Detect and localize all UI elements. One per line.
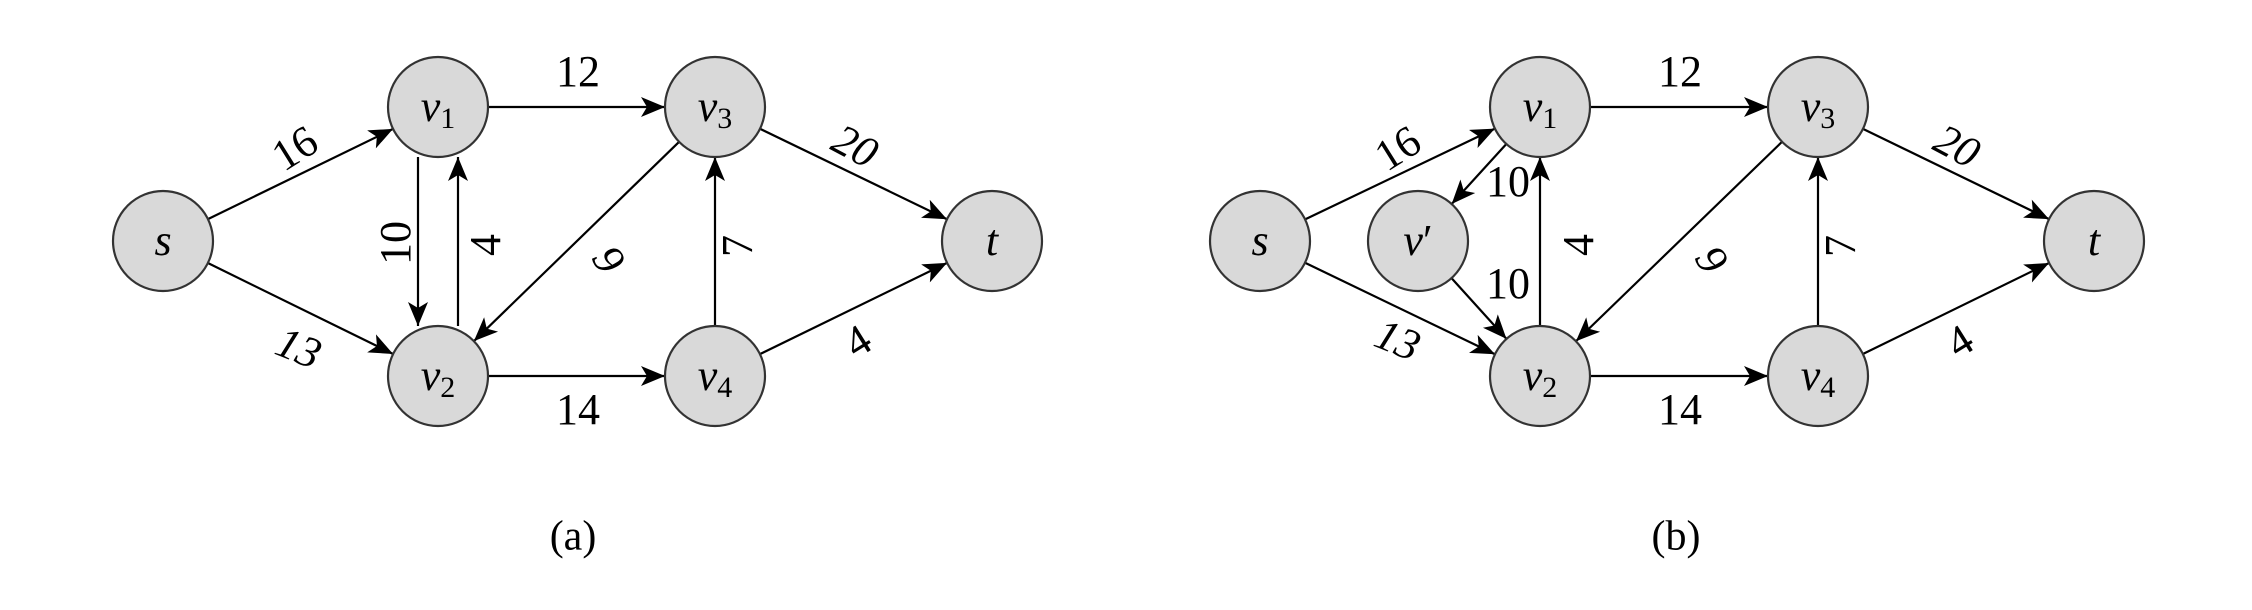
node-s: s bbox=[111, 189, 215, 293]
edge-v3-v2 bbox=[1575, 140, 1783, 343]
node-label: s bbox=[154, 216, 171, 265]
edge-s-v2 bbox=[207, 262, 394, 355]
node-v1: v1 bbox=[386, 55, 490, 159]
edge-capacity-label: 20 bbox=[824, 114, 886, 178]
node-vp: v′ bbox=[1366, 189, 1470, 293]
edge-s-v2 bbox=[1304, 261, 1496, 356]
node-v2: v2 bbox=[1488, 324, 1592, 428]
edge-v4-t bbox=[1862, 261, 2050, 356]
node-label: v2 bbox=[1523, 351, 1558, 404]
figure-caption: (b) bbox=[1652, 514, 1701, 560]
edge-capacity-label: 16 bbox=[1366, 116, 1429, 181]
node-label: s bbox=[1251, 216, 1268, 265]
edge-v3-t bbox=[1862, 127, 2050, 221]
edge-capacity-label: 14 bbox=[1658, 385, 1702, 434]
edge-capacity-label: 9 bbox=[1685, 237, 1738, 282]
edge-v3-t bbox=[759, 127, 948, 221]
edge-v4-t bbox=[759, 261, 948, 356]
edge-capacity-label: 4 bbox=[461, 234, 510, 256]
edge-capacity-label: 12 bbox=[556, 47, 600, 96]
node-label: v3 bbox=[1801, 82, 1836, 135]
edge-v3-v2 bbox=[473, 141, 680, 342]
node-label: v4 bbox=[1801, 351, 1836, 404]
edge-capacity-label: 4 bbox=[1554, 234, 1603, 256]
node-v2: v2 bbox=[386, 324, 490, 428]
edge-capacity-label: 4 bbox=[1937, 315, 1982, 368]
node-v1: v1 bbox=[1488, 55, 1592, 159]
edge-capacity-label: 4 bbox=[835, 315, 880, 368]
edge-capacity-label: 7 bbox=[713, 235, 762, 257]
node-v3: v3 bbox=[663, 55, 767, 159]
edge-capacity-label: 9 bbox=[582, 237, 635, 282]
node-label: v1 bbox=[421, 82, 456, 135]
edge-s-v1 bbox=[207, 127, 394, 221]
edge-capacity-label: 10 bbox=[1486, 157, 1530, 206]
node-v4: v4 bbox=[1766, 324, 1870, 428]
edge-capacity-label: 14 bbox=[556, 385, 600, 434]
edge-capacity-label: 7 bbox=[1816, 235, 1865, 257]
edge-vp-v2 bbox=[1450, 277, 1508, 340]
figure-caption: (a) bbox=[550, 514, 597, 560]
node-label: t bbox=[986, 216, 1000, 265]
edge-capacity-label: 16 bbox=[263, 116, 326, 181]
graph-a: 16 13 12 10 4 9 14 7 20 4 s v1 v2 v3 v4 t (a) bbox=[111, 47, 1044, 560]
node-s: s bbox=[1208, 189, 1312, 293]
node-v4: v4 bbox=[663, 324, 767, 428]
node-label: v′ bbox=[1403, 216, 1432, 265]
node-t: t bbox=[2042, 189, 2146, 293]
node-label: v3 bbox=[698, 82, 733, 135]
node-t: t bbox=[940, 189, 1044, 293]
edge-capacity-label: 12 bbox=[1658, 47, 1702, 96]
edge-capacity-label: 20 bbox=[1926, 114, 1988, 178]
node-v3: v3 bbox=[1766, 55, 1870, 159]
node-label: v1 bbox=[1523, 82, 1558, 135]
edge-v1-vp bbox=[1450, 143, 1508, 205]
edge-capacity-label: 10 bbox=[371, 221, 420, 265]
node-label: v4 bbox=[698, 351, 733, 404]
node-label: v2 bbox=[421, 351, 456, 404]
edge-capacity-label: 13 bbox=[269, 317, 328, 379]
edge-capacity-label: 10 bbox=[1486, 259, 1530, 308]
node-label: t bbox=[2088, 216, 2102, 265]
edge-s-v1 bbox=[1304, 127, 1496, 221]
